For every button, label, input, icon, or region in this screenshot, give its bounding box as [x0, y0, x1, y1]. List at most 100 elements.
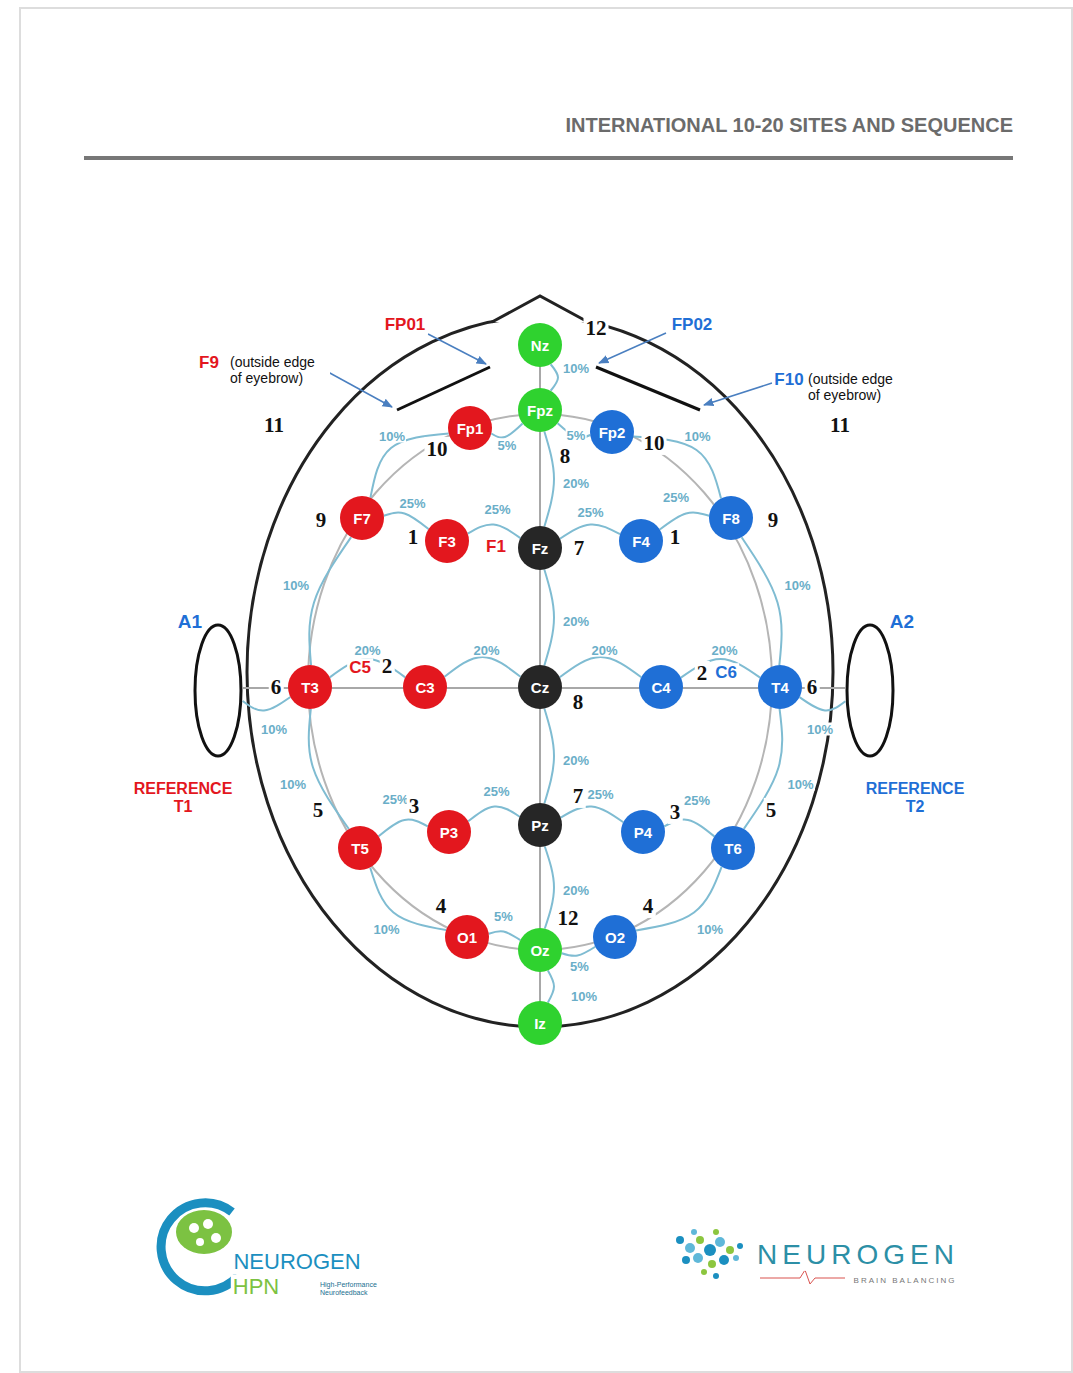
- logo-brain: [176, 1210, 232, 1254]
- measurement-arc: [544, 432, 554, 527]
- percent-label: 10%: [372, 922, 400, 935]
- leader-line: [428, 334, 486, 364]
- electrode-site: F4: [619, 519, 663, 563]
- measurement-arc: [551, 364, 558, 391]
- measurement-arc: [561, 806, 624, 822]
- callout-number: 11: [828, 413, 852, 437]
- measurement-arc: [800, 697, 846, 710]
- logo-dot: [733, 1255, 739, 1261]
- measurement-arc: [742, 537, 782, 665]
- electrode-label: T4: [771, 680, 789, 695]
- electrode-label: T3: [301, 680, 319, 695]
- electrode-label: F7: [353, 511, 371, 526]
- logo-dots: [676, 1229, 743, 1279]
- electrode-site: O2: [593, 915, 637, 959]
- percent-label: 10%: [562, 361, 590, 374]
- percent-label: 25%: [683, 794, 711, 807]
- percent-label: 25%: [381, 793, 409, 806]
- logo-dot: [708, 1260, 716, 1268]
- ear-outline: [847, 625, 893, 756]
- callout-number: 6: [269, 675, 284, 699]
- callout-number: 3: [407, 794, 422, 818]
- percent-label: 5%: [566, 429, 587, 442]
- electrode-label: P3: [440, 825, 458, 840]
- measurement-arc: [491, 423, 522, 437]
- electrode-label: Oz: [530, 943, 549, 958]
- logo-dot: [685, 1243, 695, 1253]
- percent-label: 10%: [696, 922, 724, 935]
- nose: [492, 296, 588, 322]
- electrode-site: Oz: [518, 928, 562, 972]
- logo-pulse: [760, 1270, 845, 1284]
- callout-number: 10: [425, 437, 450, 461]
- measurement-arc: [468, 806, 519, 821]
- electrode-site: Nz: [518, 323, 562, 367]
- callout-number: 11: [262, 413, 286, 437]
- percent-label: 25%: [398, 496, 426, 509]
- logo-ring: [161, 1203, 238, 1291]
- callout-number: 2: [695, 661, 710, 685]
- measurement-arc: [560, 657, 642, 677]
- page-frame: [20, 8, 1072, 1372]
- percent-label: 20%: [562, 614, 590, 627]
- electrode-site: T6: [711, 826, 755, 870]
- logo-dot: [696, 1236, 704, 1244]
- reference-note: REFERENCE T2: [857, 780, 973, 817]
- electrode-site: F3: [425, 519, 469, 563]
- eyebrow-line: [596, 367, 700, 410]
- electrode-site: T3: [288, 665, 332, 709]
- electrode-site: F8: [709, 496, 753, 540]
- site-name: FP01: [383, 315, 428, 335]
- measurement-arc: [370, 433, 448, 497]
- electrode-label: Pz: [531, 818, 549, 833]
- percent-label: 10%: [783, 578, 811, 591]
- measurement-arc: [379, 820, 428, 837]
- electrode-label: Nz: [531, 338, 549, 353]
- percent-label: 10%: [378, 430, 406, 443]
- percent-label: 5%: [497, 439, 518, 452]
- measurement-arc: [544, 570, 554, 666]
- electrode-label: P4: [634, 825, 652, 840]
- percent-label: 10%: [683, 430, 711, 443]
- percent-label: 25%: [483, 502, 511, 515]
- electrode-site: P4: [621, 810, 665, 854]
- electrode-label: Cz: [531, 680, 549, 695]
- measurement-arc: [545, 846, 554, 928]
- percent-label: 20%: [353, 644, 381, 657]
- percent-label: 20%: [590, 644, 618, 657]
- measurement-arc: [309, 709, 349, 829]
- electrode-label: Iz: [534, 1016, 546, 1031]
- eyebrow-line: [397, 367, 490, 410]
- electrode-site: P3: [427, 810, 471, 854]
- logo-text: NEUROGEN: [231, 1249, 362, 1274]
- electrode-label: Fp1: [457, 421, 484, 436]
- measurement-arc: [468, 524, 521, 538]
- electrode-label: F4: [632, 534, 650, 549]
- percent-label: 25%: [662, 490, 690, 503]
- electrode-site: Fp2: [590, 410, 634, 454]
- callout-number: 12: [584, 316, 609, 340]
- callout-number: 1: [406, 525, 421, 549]
- electrode-label: Fp2: [599, 425, 626, 440]
- electrode-site: Pz: [518, 803, 562, 847]
- measurement-arc: [309, 537, 351, 665]
- logo-dot: [713, 1273, 719, 1279]
- logo-text: BRAIN BALANCING: [852, 1276, 959, 1285]
- logo-dot: [737, 1243, 743, 1249]
- measurement-arc: [544, 709, 554, 804]
- electrode-site: O1: [445, 915, 489, 959]
- reference-note: REFERENCE T1: [125, 780, 241, 817]
- site-note: (outside edge of eyebrow): [228, 354, 330, 386]
- logo-dot: [189, 1223, 199, 1233]
- site-name: F9: [197, 353, 221, 373]
- percent-label: 10%: [806, 722, 834, 735]
- title-rule: [84, 156, 1013, 160]
- logo-text: HPN: [231, 1274, 281, 1299]
- logo-dot: [211, 1233, 221, 1243]
- percent-label: 10%: [279, 777, 307, 790]
- electrode-label: Fz: [532, 541, 549, 556]
- percent-label: 20%: [562, 754, 590, 767]
- electrode-site: Fp1: [448, 406, 492, 450]
- ear-reference: A2: [845, 623, 895, 758]
- electrode-label: T5: [351, 841, 369, 856]
